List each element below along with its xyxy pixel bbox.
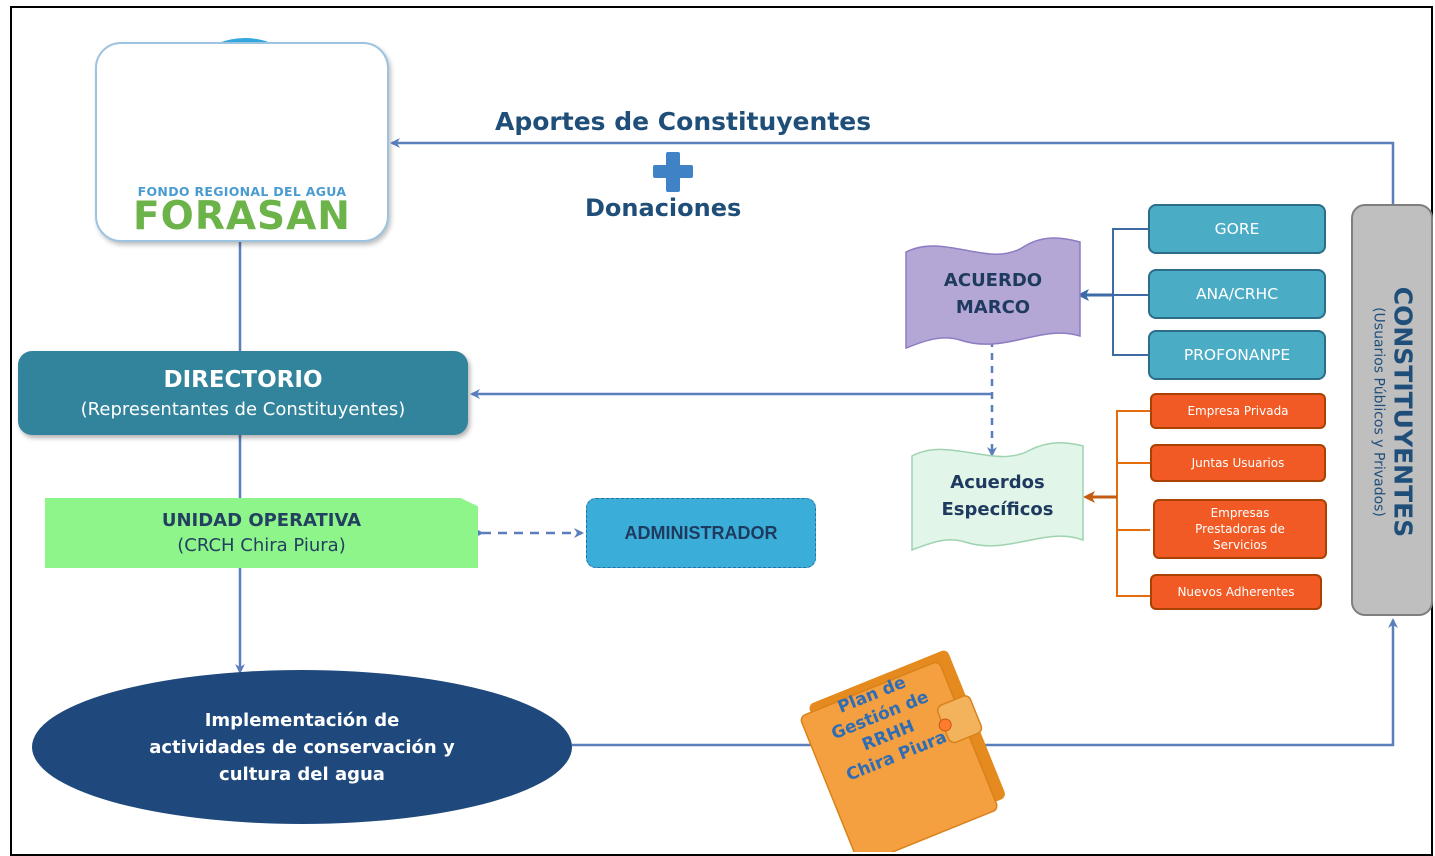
private-bracket (1116, 410, 1150, 597)
implementacion-line1: Implementación de (204, 709, 400, 731)
implementacion-ellipse: Implementación de actividades de conserv… (32, 670, 572, 824)
empresa-privada-box: Empresa Privada (1150, 393, 1326, 429)
administrador-box: ADMINISTRADOR (586, 498, 816, 568)
constituyentes-subtitle: (Usuarios Públicos y Privados) (1370, 307, 1387, 517)
acuerdo-marco-label: ACUERDO MARCO (906, 264, 1080, 324)
profonanpe-box: PROFONANPE (1148, 330, 1326, 380)
acuerdos-especificos-line1: Acuerdos (950, 472, 1045, 493)
unidad-title: UNIDAD OPERATIVA (161, 510, 362, 531)
plus-icon (653, 152, 693, 192)
constituyentes-title: CONSTITUYENTES (1388, 286, 1418, 538)
acuerdos-especificos-line2: Específicos (941, 499, 1054, 520)
juntas-usuarios-box: Juntas Usuarios (1150, 444, 1326, 482)
public-bracket (1112, 228, 1148, 356)
implementacion-line2: actividades de conservación y (149, 736, 455, 758)
directorio-box: DIRECTORIO (Representantes de Constituye… (18, 351, 468, 435)
aportes-label: Aportes de Constituyentes (495, 107, 872, 136)
empresas-prestadoras-line3: Servicios (1213, 538, 1267, 552)
acuerdos-especificos-shape (911, 442, 1084, 552)
gore-box: GORE (1148, 204, 1326, 254)
empresas-prestadoras-line2: Prestadoras de (1195, 522, 1285, 536)
logo-title: FORASAN (133, 194, 351, 239)
acuerdos-especificos-label: Acuerdos Específicos (912, 466, 1083, 526)
aportes-connector (390, 138, 1395, 204)
ana-crhc-box: ANA/CRHC (1148, 269, 1326, 319)
unidad-operativa-box: UNIDAD OPERATIVA (CRCH Chira Piura) (45, 498, 478, 568)
constituyentes-box: CONSTITUYENTES (Usuarios Públicos y Priv… (1351, 204, 1433, 616)
logo-subtitle: FONDO REGIONAL DEL AGUA (137, 184, 347, 199)
empresas-prestadoras-box: Empresas Prestadoras de Servicios (1153, 499, 1327, 559)
nuevos-adherentes-box: Nuevos Adherentes (1150, 574, 1322, 610)
ellipse-constituyentes-connector (572, 618, 1398, 747)
implementacion-line3: cultura del agua (219, 763, 385, 785)
empresas-prestadoras-line1: Empresas (1210, 506, 1270, 520)
donaciones-label: Donaciones (585, 194, 742, 222)
forasan-logo: FONDO REGIONAL DEL AGUA FORASAN (95, 42, 389, 242)
acuerdo-marco-line1: ACUERDO (943, 270, 1043, 291)
constituyentes-text: CONSTITUYENTES (Usuarios Públicos y Priv… (1371, 212, 1418, 612)
plan-folder-icon (800, 650, 1005, 852)
directorio-subtitle: (Representantes de Constituyentes) (80, 398, 406, 420)
directorio-title: DIRECTORIO (163, 366, 323, 393)
acuerdo-marco-line2: MARCO (955, 297, 1031, 318)
acuerdo-marco-shape (905, 237, 1081, 350)
unidad-subtitle: (CRCH Chira Piura) (177, 535, 346, 556)
